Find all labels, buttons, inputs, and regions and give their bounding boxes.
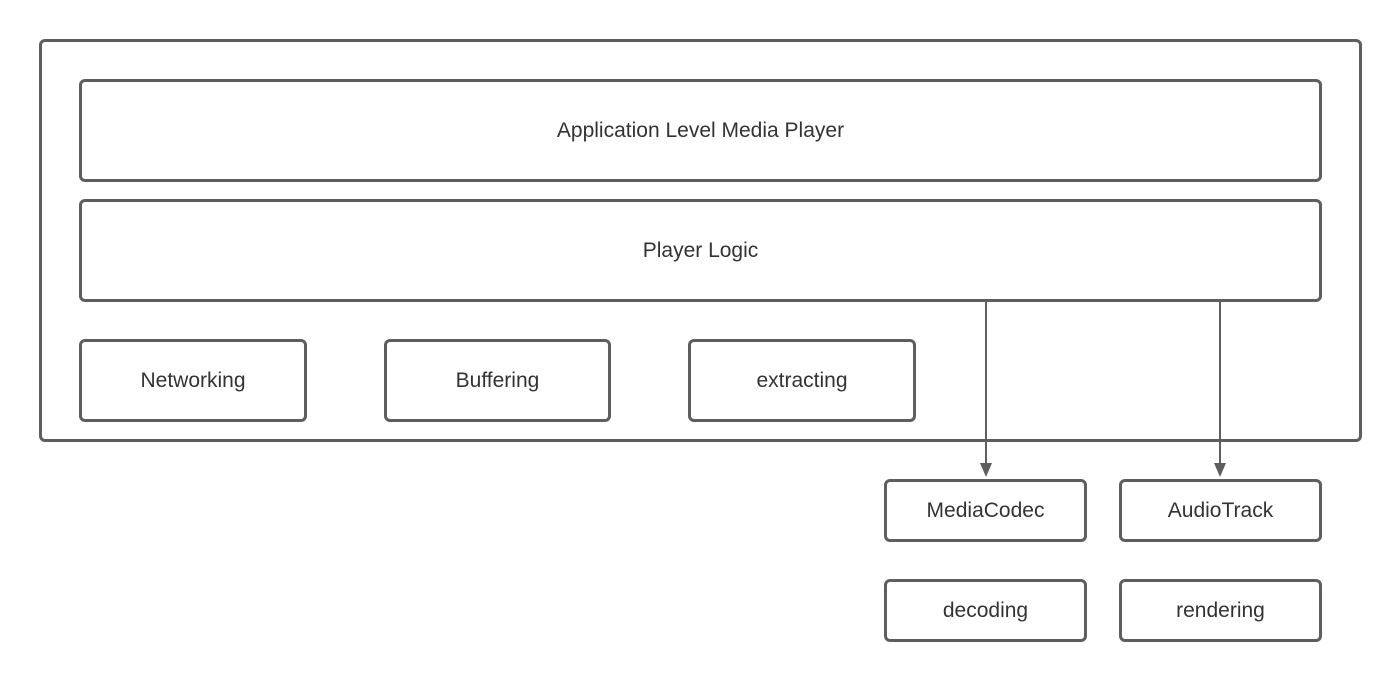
node-player-logic[interactable]: Player Logic — [79, 199, 1322, 302]
node-label: extracting — [756, 368, 848, 392]
node-label: AudioTrack — [1167, 498, 1274, 522]
node-label: Player Logic — [642, 238, 759, 262]
node-label: Networking — [140, 368, 246, 392]
node-label: decoding — [942, 598, 1029, 622]
arrowhead-icon — [980, 463, 992, 477]
node-mediacodec[interactable]: MediaCodec — [884, 479, 1087, 542]
node-label: Buffering — [455, 368, 540, 392]
node-label: Application Level Media Player — [556, 118, 845, 142]
node-networking[interactable]: Networking — [79, 339, 307, 422]
node-label: rendering — [1176, 598, 1265, 622]
node-application-level-media-player[interactable]: Application Level Media Player — [79, 79, 1322, 182]
node-rendering[interactable]: rendering — [1119, 579, 1322, 642]
node-buffering[interactable]: Buffering — [384, 339, 611, 422]
node-label: MediaCodec — [926, 498, 1045, 522]
node-audiotrack[interactable]: AudioTrack — [1119, 479, 1322, 542]
arrowhead-icon — [1214, 463, 1226, 477]
node-extracting[interactable]: extracting — [688, 339, 916, 422]
node-decoding[interactable]: decoding — [884, 579, 1087, 642]
